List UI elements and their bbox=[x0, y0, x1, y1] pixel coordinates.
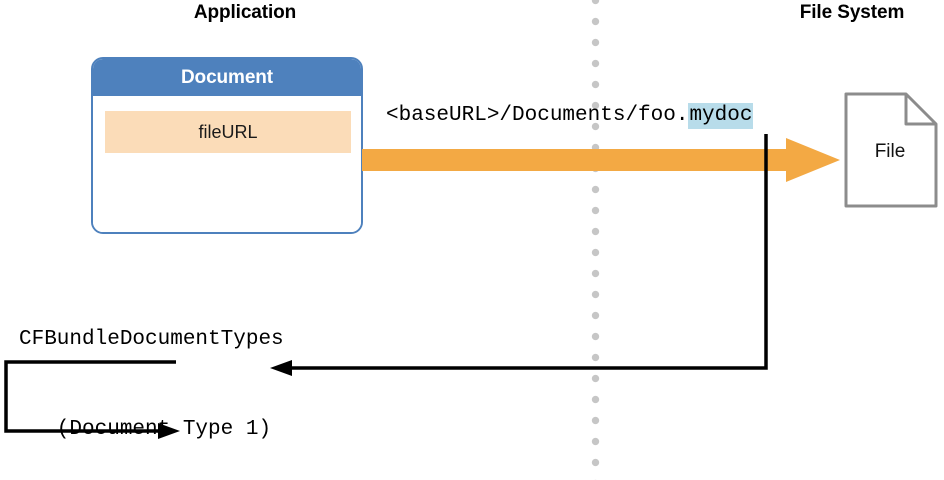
path-prefix-text: <baseURL>/Documents/foo. bbox=[386, 104, 689, 127]
plist-line-document-type-1: (Document Type 1) bbox=[19, 418, 272, 441]
file-document-icon bbox=[844, 92, 938, 208]
vertical-dotted-divider bbox=[591, 0, 600, 480]
file-system-section-title: File System bbox=[799, 2, 905, 23]
fileurl-property-field: fileURL bbox=[105, 111, 351, 153]
flow-arrow-icon bbox=[362, 138, 840, 182]
file-icon-label: File bbox=[874, 141, 906, 162]
path-extension-highlight: mydoc bbox=[688, 103, 754, 129]
document-box-header: Document bbox=[93, 59, 361, 96]
document-box-body: fileURL bbox=[93, 96, 361, 232]
application-section-title: Application bbox=[193, 2, 297, 23]
file-url-path-text: <baseURL>/Documents/foo.mydoc bbox=[386, 103, 754, 129]
info-plist-listing: CFBundleDocumentTypes (Document Type 1) … bbox=[19, 265, 372, 480]
document-box: Document fileURL bbox=[91, 57, 363, 234]
plist-line-cfbundledocumenttypes: CFBundleDocumentTypes bbox=[19, 328, 284, 351]
